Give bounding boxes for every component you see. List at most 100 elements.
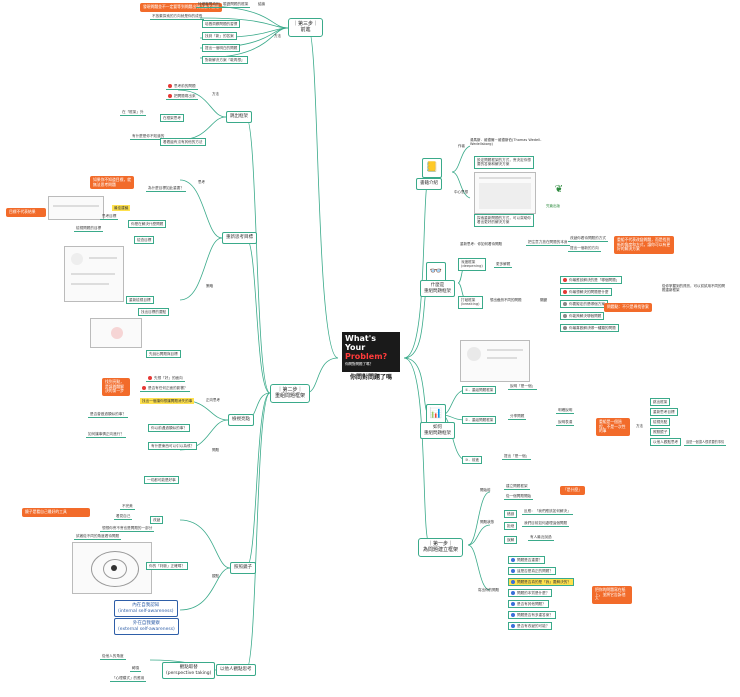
out-leaf-2-text: 把問題寫出來: [174, 94, 196, 98]
how-step3: ③．前進: [462, 456, 483, 465]
how-s2a: 明確說明: [556, 408, 575, 415]
what-yellow-focus: 問題點：不只是尋找答案: [604, 303, 652, 312]
goal-sketch-image: [64, 246, 124, 302]
step1-q2-leaf: 我們目前如何處理這個問題: [522, 521, 570, 528]
how-method-1: 跳出框架: [650, 398, 671, 407]
mirror-leaf-4: 想想你會不會也是問題的一部分: [100, 526, 155, 533]
how-s1-leaf: 說明「是一個」: [508, 384, 538, 391]
bright-yellow: 找出一個讓你想讓問題消失的事: [140, 398, 195, 405]
step1-q1-leaf: 反應：「我們應該如何解決」: [522, 509, 573, 516]
red-dot-icon: [563, 278, 567, 282]
publisher-logo-icon: ❦: [554, 184, 564, 195]
branch-step3[interactable]: ｜第三步｜ 前進: [288, 18, 324, 37]
step1-pre-2: 從一個問題開始: [504, 494, 534, 501]
how-method-4: 照照鏡子: [650, 428, 671, 437]
out-leaf-4: 在框架思考: [160, 114, 184, 123]
out-leaf-6: 看看還有沒有其他的方法: [160, 138, 206, 147]
step2-others[interactable]: 以他人觀點思考: [216, 664, 256, 676]
step1-check-4-text: 問題的本質是什麼？: [517, 591, 550, 595]
what-orange-note: 重組不代表改變問題，而是找到新的角度和方式，讓你可以有更好的解決方案: [614, 236, 674, 255]
branch-what[interactable]: 什麼是 重組問題框架: [420, 280, 455, 298]
what-break-leaf-3-text: 你要擬定的是哪個方案: [569, 302, 605, 306]
what-break-desc: 想出截然不同的問題: [490, 298, 522, 302]
bright-leaf-2: 是否有任何正面的影響？: [140, 386, 190, 393]
goal-leaf-3: 你是在解決什麼問題: [128, 220, 167, 229]
central-topic[interactable]: What's Your Problem? 你問對問題了嗎？ 你問對問題了嗎: [338, 330, 404, 386]
mirror-leaf-1: 不完美: [120, 504, 135, 511]
how-methods-tag: 方法: [636, 424, 643, 428]
cover-line-3: Problem?: [345, 352, 397, 362]
goal-orange-side: 目標不代表結果: [6, 208, 46, 217]
step3-leaf-2: 不放棄探索的方向就是你的成長: [150, 14, 205, 21]
bright-leaf-1-text: 先想「好」的面向: [154, 376, 183, 380]
how-diagram-image: [460, 340, 530, 382]
goal-leaf-7: 找出目標的要點: [138, 308, 170, 317]
red-dot-icon: [563, 290, 567, 294]
cover-line-2: Your: [345, 342, 366, 352]
step2-mirror[interactable]: 照照鏡子: [230, 562, 256, 574]
gray-dot-icon: [563, 326, 567, 330]
what-break-leaf-1: 你最應該解決的是「哪個問題」: [560, 276, 623, 285]
check-icon: [511, 591, 515, 595]
step2-out-tag: 方法: [212, 92, 219, 96]
bright-orange-note: 找到亮點，是讓問題解決的第一步: [102, 378, 130, 397]
goal-yellow: 最佳建議: [112, 205, 131, 212]
step2-bright[interactable]: 檢視亮點: [228, 414, 254, 426]
how-note-last: 這是一個讓人很重要的事情: [684, 440, 727, 446]
what-deep-leaf-1: 把注意力放在問題的本身: [526, 240, 570, 247]
check-icon: [511, 613, 515, 617]
what-deep-leaf-3: 提出一個新的方向: [568, 246, 601, 253]
what-break-leaf-3: 你要擬定的是哪個方案: [560, 300, 608, 309]
bright-tag-b: 問題: [212, 448, 219, 452]
step1-q3-leaf: 有人最近說過: [528, 535, 554, 542]
book-tag-idea: 中心思想: [454, 190, 468, 194]
step1-check-7-text: 是否有改變的可能？: [517, 624, 550, 628]
what-tag-break: 打破框架 (breaking): [458, 296, 483, 309]
branch-step1[interactable]: ｜第一步｜ 為問題建立框架: [418, 538, 464, 557]
step1-check-2: 這是否是真正的問題？: [508, 567, 556, 576]
how-s2-leaf: 分享問題: [508, 414, 527, 421]
step1-check-2-text: 這是否是真正的問題？: [517, 569, 553, 573]
bright-leaf-1: 先想「好」的面向: [146, 376, 185, 383]
goal-leaf-4: 檢視問題的目標: [74, 226, 104, 233]
step1-tag-q: 問題狀態: [480, 520, 494, 524]
out-leaf-2: 把問題寫出來: [166, 94, 198, 101]
check-icon: [511, 558, 515, 562]
goal-leaf-8: 先說出問題與目標: [146, 350, 181, 359]
how-method-3: 檢視亮點: [650, 418, 671, 427]
others-leaf-2: 轉換: [130, 666, 142, 673]
step1-pre-yellow: 「是什麼」: [560, 486, 585, 495]
step1-check-1: 問題是否重要？: [508, 556, 546, 565]
what-extra: 更多解題: [494, 262, 513, 269]
step2-goal[interactable]: 重新思考目標: [222, 232, 257, 244]
publisher-name: 究竟出版: [546, 204, 560, 208]
others-sub: 觀點取替 (perspective taking): [162, 662, 216, 680]
branch-how[interactable]: 如何 重組問題框架: [420, 422, 455, 440]
others-leaf-3: 「心理模式」的應用: [110, 676, 147, 683]
goal-leaf-6: 重新檢視目標: [126, 296, 154, 305]
mirror-orange-note: 鏡子是看自己最好的工具: [22, 508, 90, 517]
what-break-leaf-2: 你最想解決的問題是什麼: [560, 288, 612, 297]
branch-step2[interactable]: ｜第二步｜ 重組問題框架: [270, 384, 311, 403]
step1-check-3-text: 問題是否真的是「我」要解決的？: [517, 580, 571, 584]
step1-check-5-text: 是否有其他問題？: [517, 602, 546, 606]
book-tag-author: 作者: [458, 144, 465, 148]
step3-note: 發現問題並不一定要等到問題出現之後才處理: [140, 3, 222, 12]
how-icon: 📊: [426, 404, 446, 424]
glasses-icon: 👓: [426, 262, 446, 282]
red-dot-icon: [142, 386, 146, 390]
goal-tag-b: 策略: [206, 284, 213, 288]
step1-tag-pre: 開始前: [480, 488, 491, 492]
what-break-leaf-4: 你能夠解決哪個問題: [560, 312, 605, 321]
branch-book-intro[interactable]: 書籍介紹: [416, 178, 442, 190]
bright-leaf-3: 是否曾做過類似的事？: [88, 412, 128, 419]
book-author: 湯馬斯．維德爾－維德斯伯(Thomas Wedell-Wedellsborg): [470, 138, 542, 147]
step1-q2: 拒絕: [504, 522, 518, 531]
step3-leaf-5: 提出一個明白的問題: [202, 44, 241, 53]
step1-check-6-text: 問題是否有多重答案？: [517, 613, 553, 617]
mirror-target-image: [72, 542, 152, 594]
step3-leaf-1: 持續審問真相，驗證問題的框架: [196, 2, 251, 9]
step3-leaf-6: 對新解決方案「敢再想」: [202, 56, 248, 65]
goal-image-2: [90, 318, 142, 348]
step2-out[interactable]: 跳出框架: [226, 111, 252, 123]
